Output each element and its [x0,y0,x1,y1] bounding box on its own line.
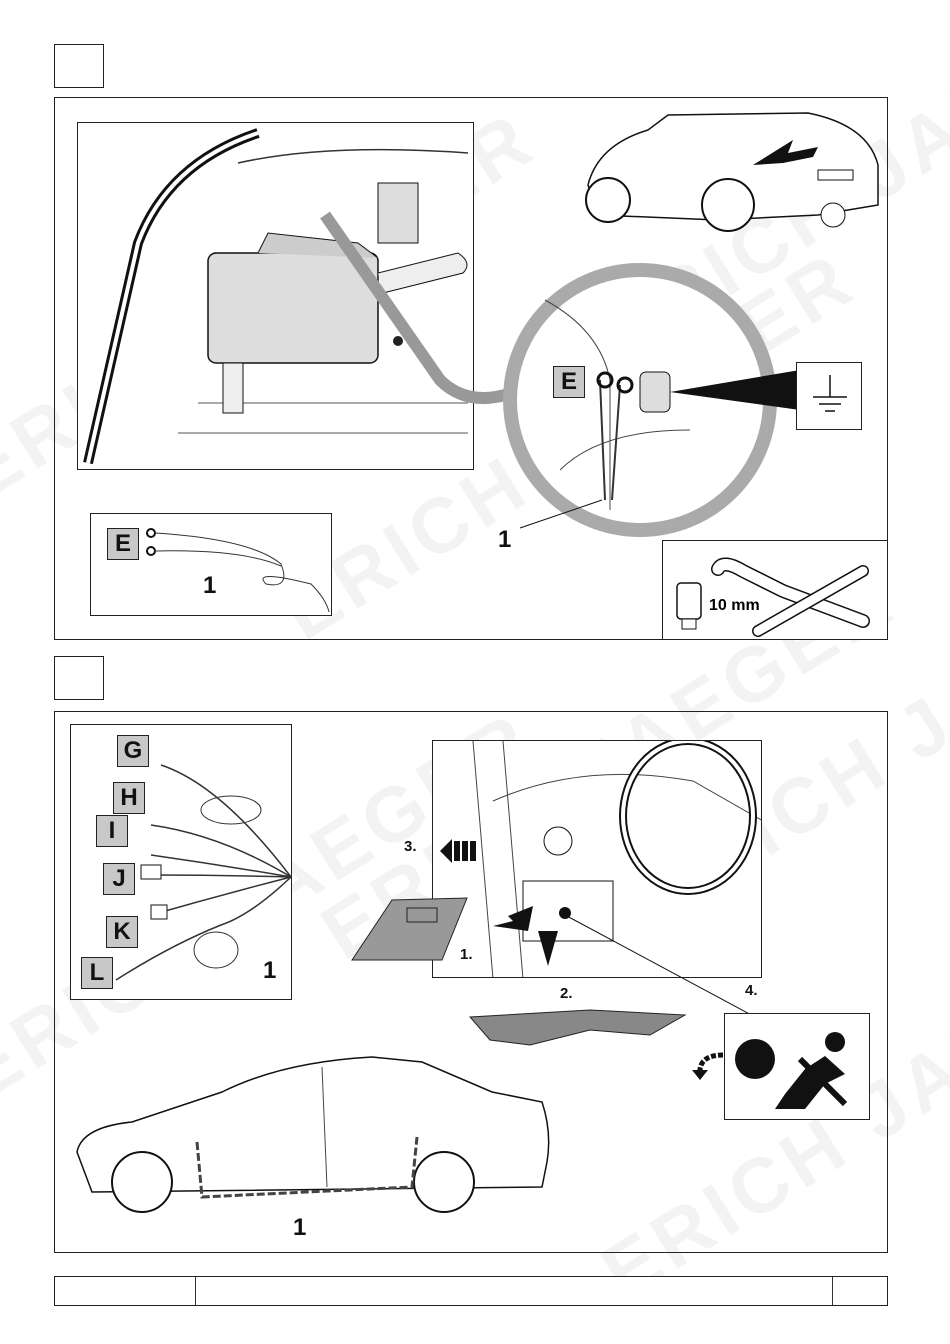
magnify-callout [320,211,800,537]
dash-step-3: 3. [404,838,417,855]
footer-table [54,1276,888,1306]
dashboard-drawing [472,741,761,977]
ground-cable-kit-box: E 1 [90,513,332,616]
dash-step-1: 1. [460,946,473,963]
kit-number: 1 [203,572,217,599]
rotate-arrow-icon [692,1052,724,1080]
tool-size-label: 10 mm [709,597,760,614]
footer-cell-2 [196,1277,833,1305]
footer-cell-1 [55,1277,196,1305]
cable-label-i: I [96,815,128,847]
dash-step-2: 2. [560,985,573,1002]
trunk-interior-illustration [77,122,474,470]
car-rear-illustration [585,112,879,232]
trunk-drawing [83,128,469,465]
dash-step-4: 4. [745,982,758,999]
car-cable-number: 1 [293,1214,307,1241]
tools-box: 10 mm [662,540,888,640]
ground-icon [813,375,847,412]
cable-label-k: K [106,916,138,948]
ground-label-e: E [553,366,585,398]
ground-symbol-box [796,362,862,430]
dash-panel-part [468,1009,687,1046]
step-2-marker [54,656,104,700]
cable-label-l: L [81,957,113,989]
socket-wrench-icon [676,557,870,637]
ground-cable-drawing [146,528,330,613]
leader-line [564,914,771,1026]
cable-harness-box: G H I J K L 1 [70,724,292,1000]
sedan-car-illustration [76,1056,550,1213]
arrow-left-icon [440,839,476,863]
step-1-panel [54,97,888,640]
cable-number: 1 [263,957,277,984]
cable-label-g: G [117,735,149,767]
glovebox-cover [351,897,468,961]
callout-number: 1 [498,526,512,553]
cable-label-h: H [113,782,145,814]
cable-harness-drawing [115,764,292,981]
footer-cell-3 [833,1277,888,1305]
cable-label-j: J [103,863,135,895]
step-1-marker [54,44,104,88]
airbag-icon [735,1032,848,1109]
dashboard-illustration [432,740,762,978]
step-2-panel [54,711,888,1253]
airbag-warning-box [724,1013,870,1120]
kit-label-e: E [107,528,139,560]
